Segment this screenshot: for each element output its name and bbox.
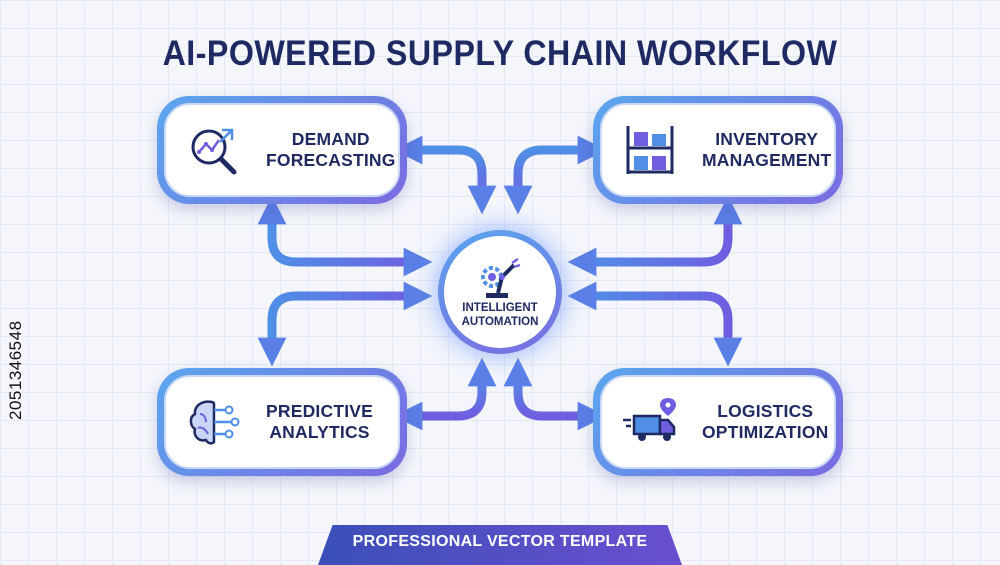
magnifier-chart-icon	[191, 128, 237, 175]
predictive-label-line2: ANALYTICS	[269, 422, 370, 442]
brain-circuit-icon	[189, 400, 240, 445]
arrow-demand-side	[257, 195, 433, 277]
hub-label-line2: AUTOMATION	[461, 316, 539, 328]
inventory-label-line1: INVENTORY	[715, 129, 819, 149]
inventory-label-line2: MANAGEMENT	[702, 150, 832, 170]
side-id-text: 2051346548	[6, 320, 25, 420]
arrow-logistics-side	[567, 281, 743, 367]
demand-label-line1: DEMAND	[291, 129, 370, 149]
node-logistics-optimization: LOGISTICS OPTIMIZATION	[593, 368, 843, 476]
warehouse-shelves-icon	[626, 126, 674, 174]
robot-arm-gear-icon	[481, 257, 521, 298]
banner-text: PROFESSIONAL VECTOR TEMPLATE	[352, 533, 648, 550]
arrow-inventory-side	[567, 195, 743, 277]
demand-label-line2: FORECASTING	[266, 150, 396, 170]
arrow-predictive-side	[257, 281, 433, 367]
arrow-inventory-to-hub	[503, 135, 607, 215]
node-predictive-analytics: PREDICTIVE ANALYTICS	[157, 368, 407, 476]
page-title: AI-POWERED SUPPLY CHAIN WORKFLOW	[162, 34, 838, 73]
arrow-demand-to-hub	[393, 135, 497, 215]
node-demand-forecasting: DEMAND FORECASTING	[157, 96, 407, 204]
footer-banner: PROFESSIONAL VECTOR TEMPLATE	[318, 525, 682, 565]
hub-label-line1: INTELLIGENT	[462, 302, 538, 314]
arrow-predictive-to-hub	[393, 357, 497, 431]
delivery-truck-icon	[623, 398, 676, 441]
logistics-label-line1: LOGISTICS	[717, 401, 814, 421]
hub-intelligent-automation: INTELLIGENT AUTOMATION	[428, 220, 572, 364]
node-inventory-management: INVENTORY MANAGEMENT	[593, 96, 843, 204]
predictive-label-line1: PREDICTIVE	[266, 401, 374, 421]
logistics-label-line2: OPTIMIZATION	[702, 422, 829, 442]
arrow-logistics-to-hub	[503, 357, 607, 431]
